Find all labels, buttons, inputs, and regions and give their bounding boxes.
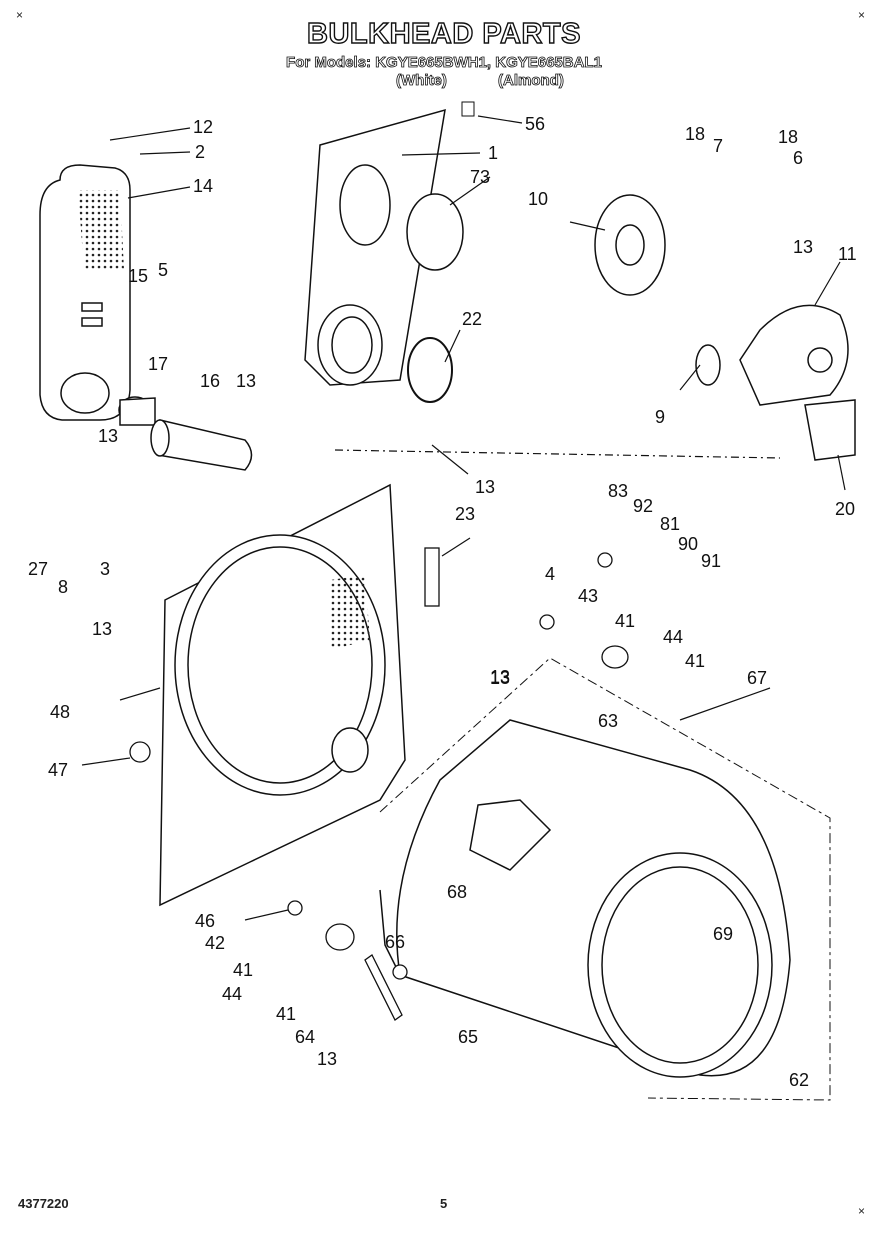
variant-white: (White) bbox=[396, 72, 448, 90]
callout-47: 47 bbox=[48, 760, 68, 780]
callout-65: 65 bbox=[458, 1027, 478, 1047]
callout-2: 2 bbox=[195, 142, 205, 162]
seal-22 bbox=[407, 337, 453, 403]
callout-22: 22 bbox=[462, 309, 482, 329]
callout-18: 18 bbox=[685, 124, 705, 144]
callout-13: 13 bbox=[475, 477, 495, 497]
callout-46: 46 bbox=[195, 911, 215, 931]
page-title: BULKHEAD PARTS bbox=[306, 17, 581, 50]
callout-4: 4 bbox=[545, 564, 555, 584]
callout-18: 18 bbox=[778, 127, 798, 147]
document-number: 4377220 bbox=[18, 1196, 69, 1211]
callout-3: 3 bbox=[100, 559, 110, 579]
callout-13: 13 bbox=[490, 667, 510, 687]
callout-17: 17 bbox=[148, 354, 168, 374]
callout-13: 13 bbox=[236, 371, 256, 391]
callout-14: 14 bbox=[193, 176, 213, 196]
callout-13: 13 bbox=[92, 619, 112, 639]
callout-8: 8 bbox=[58, 577, 68, 597]
callout-42: 42 bbox=[205, 933, 225, 953]
callout-20: 20 bbox=[835, 499, 855, 519]
callout-1: 1 bbox=[488, 143, 498, 163]
callout-73: 73 bbox=[470, 167, 490, 187]
callout-12: 12 bbox=[193, 117, 213, 137]
callout-44: 44 bbox=[222, 984, 242, 1004]
corner-mark-top-right: × bbox=[858, 8, 866, 22]
clip-56 bbox=[461, 101, 475, 117]
corner-mark-bottom-right: × bbox=[858, 1204, 866, 1218]
callout-10: 10 bbox=[528, 189, 548, 209]
callout-13: 13 bbox=[793, 237, 813, 257]
rear-bulkhead-panel bbox=[304, 108, 446, 386]
callout-67: 67 bbox=[747, 668, 767, 688]
callout-23: 23 bbox=[455, 504, 475, 524]
corner-mark-top-left: × bbox=[16, 8, 24, 22]
callout-68: 68 bbox=[447, 882, 467, 902]
callout-9: 9 bbox=[655, 407, 665, 427]
callout-6: 6 bbox=[793, 148, 803, 168]
callout-83: 83 bbox=[608, 481, 628, 501]
duct-seal-73 bbox=[406, 193, 464, 271]
callout-44: 44 bbox=[663, 627, 683, 647]
callout-90: 90 bbox=[678, 534, 698, 554]
callout-92: 92 bbox=[633, 496, 653, 516]
callout-43: 43 bbox=[578, 586, 598, 606]
lint-filter-cover bbox=[39, 164, 131, 421]
callout-91: 91 bbox=[701, 551, 721, 571]
callout-15: 15 bbox=[128, 266, 148, 286]
leader-lines bbox=[81, 115, 846, 921]
callout-13: 13 bbox=[317, 1049, 337, 1069]
callout-62: 62 bbox=[789, 1070, 809, 1090]
callout-13: 13 bbox=[490, 668, 510, 688]
callout-16: 16 bbox=[200, 371, 220, 391]
models-line: For Models: KGYE665BWH1, KGYE665BAL1 bbox=[286, 54, 603, 72]
callout-41: 41 bbox=[685, 651, 705, 671]
callout-5: 5 bbox=[158, 260, 168, 280]
callout-64: 64 bbox=[295, 1027, 315, 1047]
exhaust-duct bbox=[118, 396, 253, 471]
callout-7: 7 bbox=[713, 136, 723, 156]
callout-81: 81 bbox=[660, 514, 680, 534]
dryer-drum bbox=[379, 719, 791, 1078]
variant-almond: (Almond) bbox=[498, 72, 565, 90]
front-bulkhead bbox=[159, 483, 406, 907]
page-number: 5 bbox=[440, 1196, 448, 1211]
callout-27: 27 bbox=[28, 559, 48, 579]
callout-11: 11 bbox=[838, 244, 857, 264]
callout-56: 56 bbox=[525, 114, 545, 134]
callout-66: 66 bbox=[385, 932, 405, 952]
callout-41: 41 bbox=[276, 1004, 296, 1024]
callout-41: 41 bbox=[615, 611, 635, 631]
callout-63: 63 bbox=[598, 711, 618, 731]
blower-assembly bbox=[594, 194, 856, 461]
callout-41: 41 bbox=[233, 960, 253, 980]
hardware bbox=[129, 547, 629, 1021]
callout-69: 69 bbox=[713, 924, 733, 944]
callout-48: 48 bbox=[50, 702, 70, 722]
callout-13: 13 bbox=[98, 426, 118, 446]
drum-outline-dashed bbox=[379, 657, 831, 1101]
